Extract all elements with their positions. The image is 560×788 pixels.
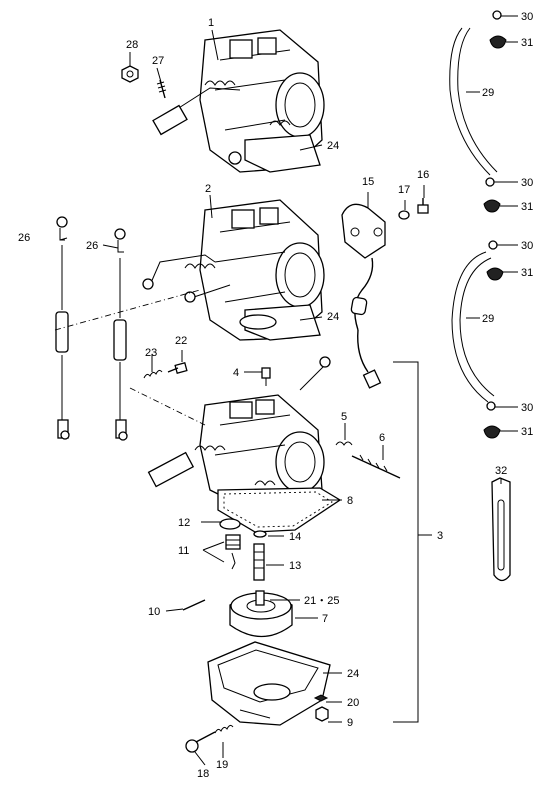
callout-3: 3 — [437, 530, 443, 542]
clamp-31-b — [483, 199, 501, 213]
callout-7: 7 — [322, 613, 328, 625]
callout-10: 10 — [148, 606, 160, 618]
callout-24-middle: 24 — [327, 311, 339, 323]
spring-23 — [143, 369, 163, 379]
callout-29-lower: 29 — [482, 313, 494, 325]
callout-26-right: 26 — [86, 240, 98, 252]
callout-22: 22 — [175, 335, 187, 347]
callout-30-b: 30 — [521, 177, 533, 189]
callout-23: 23 — [145, 347, 157, 359]
callout-21-25: 21・25 — [304, 595, 339, 607]
linkage-rod-26-right — [113, 228, 128, 441]
washer-17 — [398, 210, 410, 220]
spring-5 — [335, 441, 353, 446]
callout-30-a: 30 — [521, 11, 533, 23]
callout-24-bottom: 24 — [347, 668, 359, 680]
bracket-3 — [393, 361, 419, 723]
callout-16: 16 — [417, 169, 429, 181]
callout-9: 9 — [347, 717, 353, 729]
callout-6: 6 — [379, 432, 385, 444]
clamp-31-a — [489, 35, 507, 49]
callout-31-a: 31 — [521, 37, 533, 49]
callout-28: 28 — [126, 39, 138, 51]
hose-clip-30-d — [486, 401, 496, 411]
callout-12: 12 — [178, 517, 190, 529]
callout-8: 8 — [347, 495, 353, 507]
washer-20 — [313, 694, 329, 702]
callout-4: 4 — [233, 367, 239, 379]
o-ring-14 — [253, 530, 267, 538]
callout-27: 27 — [152, 55, 164, 67]
pilot-screw-18 — [185, 731, 216, 753]
callout-30-d: 30 — [521, 402, 533, 414]
callout-32: 32 — [495, 465, 507, 477]
main-jet-11 — [225, 534, 241, 570]
clamp-31-c — [486, 267, 504, 281]
callout-15: 15 — [362, 176, 374, 188]
callout-11: 11 — [178, 545, 189, 557]
link-line-lower — [129, 387, 206, 426]
callout-29-upper: 29 — [482, 87, 494, 99]
hose-clip-30-b — [485, 177, 495, 187]
gasket-8 — [217, 487, 342, 533]
nut-28 — [121, 65, 139, 83]
callout-18: 18 — [197, 768, 209, 780]
callout-31-b: 31 — [521, 201, 533, 213]
callout-20: 20 — [347, 697, 359, 709]
callout-5: 5 — [341, 411, 347, 423]
callout-19: 19 — [216, 759, 228, 771]
screw-9 — [315, 706, 329, 722]
carburetor-assembly-1 — [152, 29, 325, 173]
idle-screw-6 — [351, 454, 401, 479]
callout-31-d: 31 — [521, 426, 533, 438]
callout-26-left: 26 — [18, 232, 30, 244]
float-bowl-24 — [207, 641, 331, 726]
linkage-rod-26-left — [55, 216, 70, 440]
screw-16 — [417, 198, 429, 214]
pin-10 — [182, 599, 206, 611]
hose-clip-30-c — [488, 240, 498, 250]
callout-30-c: 30 — [521, 240, 533, 252]
screw-27 — [156, 79, 167, 99]
washer-12 — [219, 518, 241, 530]
needle-valve-13 — [253, 543, 265, 581]
callout-2: 2 — [205, 183, 211, 195]
callout-24-top: 24 — [327, 140, 339, 152]
clamp-31-d — [483, 425, 501, 439]
carburetor-assembly-3 — [147, 356, 331, 506]
callout-31-c: 31 — [521, 267, 533, 279]
strap-32 — [491, 477, 511, 582]
fuel-hose-29-upper — [449, 27, 498, 176]
callout-14: 14 — [289, 531, 301, 543]
fuel-hose-29-lower — [451, 251, 495, 403]
leader-lines — [59, 15, 518, 766]
float-7 — [229, 590, 293, 638]
carburetor-assembly-2 — [142, 199, 325, 341]
screw-22 — [167, 362, 188, 374]
sensor-15 — [341, 203, 386, 389]
callout-17: 17 — [398, 184, 410, 196]
link-line-upper — [54, 289, 201, 331]
callout-1: 1 — [208, 17, 214, 29]
callout-13: 13 — [289, 560, 301, 572]
screw-4 — [261, 367, 271, 386]
hose-clip-30-a — [492, 10, 502, 20]
spring-19 — [214, 724, 234, 734]
